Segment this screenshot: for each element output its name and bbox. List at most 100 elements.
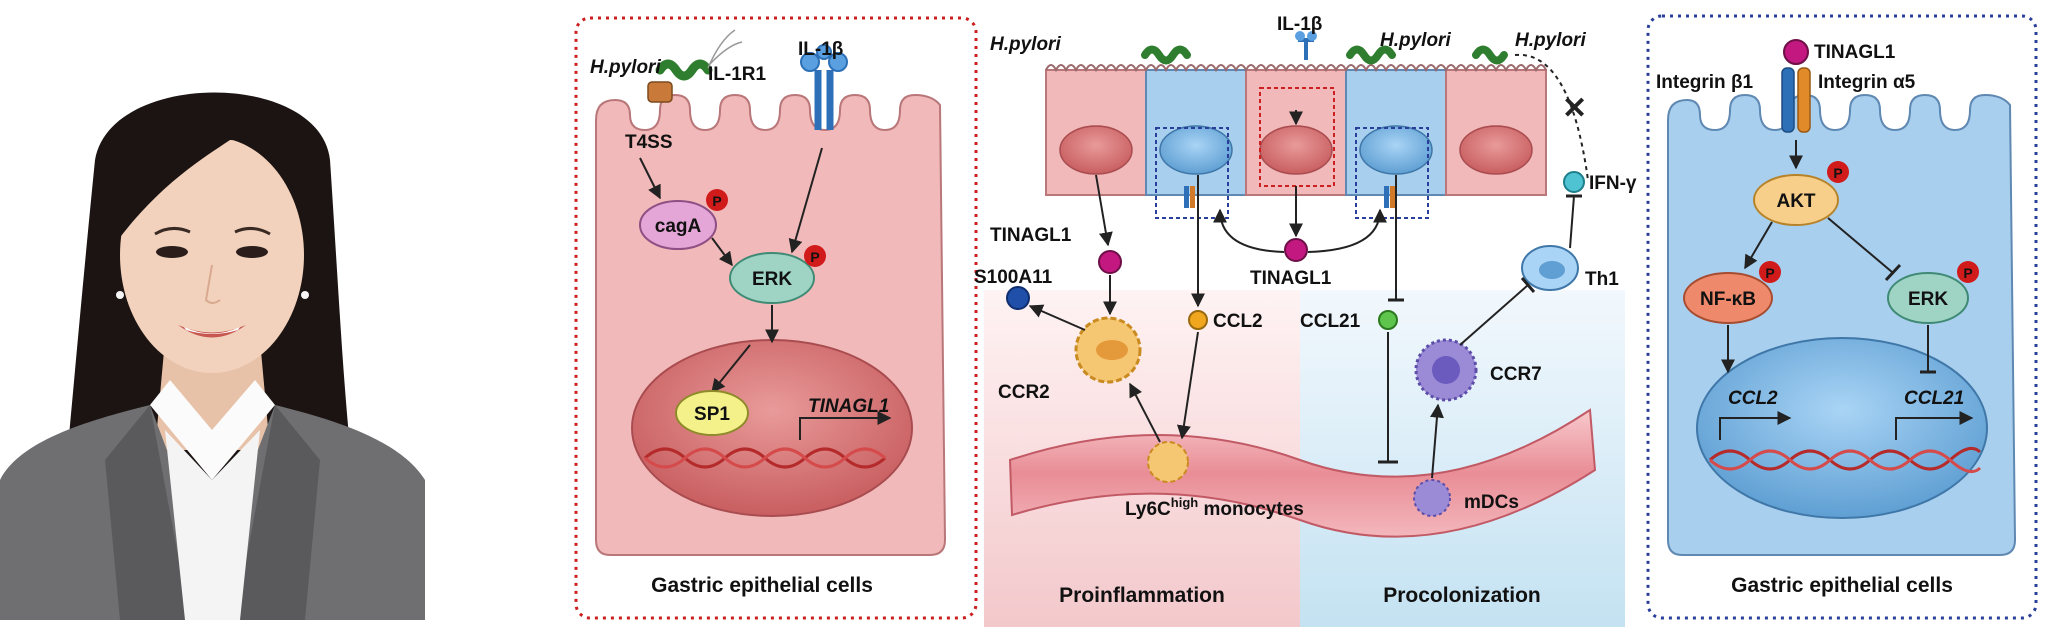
arrow-il1r1-erk — [788, 147, 823, 254]
epi-nucleus-3 — [1259, 125, 1333, 175]
mdcs-label: mDCs — [1464, 492, 1519, 513]
integrin-icon-cell-2 — [1184, 186, 1189, 208]
left-il1b-label: IL-1β — [798, 39, 843, 60]
ifn-gamma-label: IFN-γ — [1589, 173, 1637, 194]
arrow-tinagl1-to-cell2 — [1213, 208, 1285, 253]
mdc-in-vessel-cell — [1413, 479, 1451, 517]
blocked-x-icon: ✕ — [1562, 92, 1587, 125]
integrin-b1-label: Integrin β1 — [1656, 72, 1754, 93]
left-panel: H.pylori T4SS IL-1R1 IL-1β cagA P ERK P … — [574, 16, 978, 620]
right-dna — [1708, 446, 1982, 471]
mid-hpylori-a-bacterium — [1141, 45, 1191, 65]
right-panel: TINAGL1 Integrin β1 Integrin α5 AKT P NF… — [1646, 14, 2038, 620]
ccl21-icon — [1378, 310, 1398, 330]
inhibit-th1-ifn — [1569, 195, 1575, 249]
right-erk-node — [1887, 272, 1969, 324]
akt-phospho-label: P — [1833, 165, 1842, 181]
epi-nucleus-5 — [1459, 125, 1533, 175]
arrow-to-sp1 — [711, 344, 751, 394]
lapel-right — [235, 405, 320, 620]
arrow-mdc-to-tissue — [1429, 403, 1444, 479]
left-hpylori-bacterium — [655, 59, 713, 81]
mid-hpylori-c-label: H.pylori — [1515, 30, 1586, 51]
mid-hpylori-b-label: H.pylori — [1380, 30, 1451, 51]
akt-label: AKT — [1776, 191, 1815, 212]
integrin-icon-cell-4 — [1384, 186, 1389, 208]
ccl21-gene-label: CCL21 — [1904, 388, 1964, 409]
caga-node — [639, 200, 717, 250]
ccl2-icon — [1188, 310, 1208, 330]
dashed-box-cell-4 — [1355, 127, 1429, 219]
sp1-node — [675, 390, 749, 436]
ccl21-label: CCL21 — [1300, 311, 1361, 332]
epi-nucleus-2 — [1159, 125, 1233, 175]
il1r1-label: IL-1R1 — [708, 64, 767, 85]
right-caption: Gastric epithelial cells — [1731, 574, 1953, 597]
left-caption: Gastric epithelial cells — [651, 574, 873, 597]
ccl2-label: CCL2 — [1213, 311, 1263, 332]
ccl21-promoter-arrow — [1895, 411, 1974, 440]
left-panel-border — [574, 16, 978, 620]
ly6c-monocyte-cell — [1147, 441, 1189, 483]
mid-tinagl1-center-label: TINAGL1 — [1250, 268, 1332, 289]
microvilli-edge — [1045, 64, 1547, 73]
caga-label: cagA — [655, 216, 702, 237]
middle-panel: H.pylori IL-1β H.pylori H.pylori ✕ IFN-γ… — [974, 14, 1637, 627]
tinagl1-promoter-arrow — [799, 411, 892, 440]
left-nucleus — [631, 339, 913, 517]
dashed-box-cell-3 — [1259, 87, 1335, 187]
arrow-t4ss-caga — [639, 157, 661, 200]
right-tinagl1-label: TINAGL1 — [1814, 42, 1896, 63]
ccr7-label: CCR7 — [1490, 364, 1542, 385]
mid-tinagl1-left-label: TINAGL1 — [990, 225, 1072, 246]
mid-tinagl1-center-icon — [1284, 238, 1308, 262]
right-nucleus — [1696, 337, 1988, 519]
dashed-box-cell-2 — [1155, 127, 1229, 219]
ly6c-prefix: Ly6C — [1125, 499, 1171, 520]
arrow-tinagl1-to-cell4 — [1307, 208, 1387, 253]
left-hpylori-label: H.pylori — [590, 57, 661, 78]
mid-tinagl1-left-icon — [1098, 250, 1122, 274]
s100a11-label: S100A11 — [974, 267, 1053, 288]
arrow-vessel-monocyte — [1129, 382, 1161, 443]
left-erk-node — [729, 252, 815, 304]
left-erk-label: ERK — [752, 269, 792, 290]
lapel-left — [105, 405, 190, 620]
right-erk-phospho-label: P — [1963, 265, 1972, 281]
sp1-label: SP1 — [694, 404, 730, 425]
arrow-ccl2-vessel — [1176, 331, 1199, 440]
il1r1-receptor-icon — [800, 52, 820, 72]
zone-procolonization-label: Procolonization — [1383, 584, 1541, 607]
epi-nucleus-1 — [1059, 125, 1133, 175]
epi-nucleus-4 — [1359, 125, 1433, 175]
mid-hpylori-a-label: H.pylori — [990, 34, 1061, 55]
nfkb-label: NF-κB — [1700, 289, 1756, 310]
left-erk-phospho-label: P — [810, 249, 819, 265]
nfkb-phospho-label: P — [1765, 265, 1774, 281]
inhibit-mdc-th1 — [1459, 284, 1529, 346]
ccr2-label: CCR2 — [998, 382, 1050, 403]
arrow-akt-nfkb — [1744, 221, 1773, 270]
caga-phospho-icon — [706, 189, 728, 211]
integrin-a5-label: Integrin α5 — [1818, 72, 1916, 93]
portrait-photo — [0, 10, 425, 620]
t4ss-label: T4SS — [625, 132, 673, 153]
dashed-ifn-path — [1514, 53, 1589, 181]
ccl2-promoter-arrow — [1719, 411, 1792, 440]
mid-hpylori-b-bacterium — [1346, 45, 1396, 65]
integrin-a5-icon — [1797, 67, 1811, 133]
tinagl1-gene-label: TINAGL1 — [808, 396, 889, 417]
s100a11-icon — [1006, 286, 1030, 310]
zone-proinflammation-label: Proinflammation — [1059, 584, 1225, 607]
akt-node — [1753, 174, 1839, 226]
arrow-monocyte-s100a11 — [1028, 304, 1086, 331]
right-tinagl1-icon — [1783, 39, 1809, 65]
nfkb-phospho-icon — [1759, 261, 1781, 283]
akt-phospho-icon — [1827, 161, 1849, 183]
ly6c-sup: high — [1171, 495, 1198, 510]
ly6c-suffix: monocytes — [1198, 499, 1304, 520]
epithelial-cell-row — [1045, 64, 1547, 219]
th1-label: Th1 — [1585, 269, 1619, 290]
ccl2-gene-label: CCL2 — [1728, 388, 1778, 409]
t4ss-icon — [647, 81, 673, 103]
